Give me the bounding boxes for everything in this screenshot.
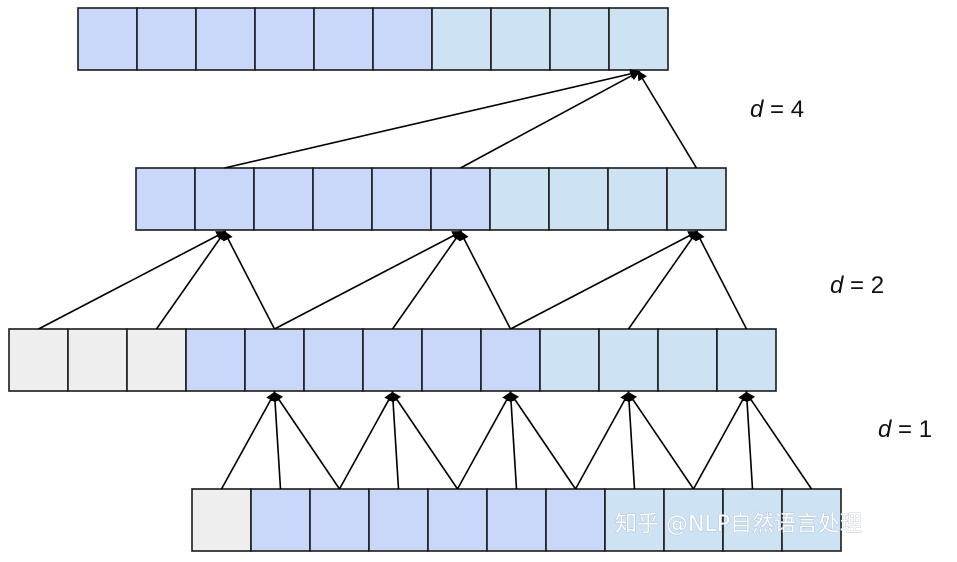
arrow-d1-12-2 [745,391,813,490]
hidden-2-cell-8 [607,167,668,231]
hidden-1-cell-11 [657,328,718,392]
output-cell-5 [372,7,433,71]
arrow-d1-10-2 [627,391,695,490]
output-cell-7 [490,7,551,71]
hidden-2-cell-2 [253,167,314,231]
dilation-value: = 4 [763,96,804,123]
dilation-symbol: d [830,272,844,299]
hidden-2-cell-6 [489,167,550,231]
layer-cells [8,7,842,552]
arrow-d2-5-2 [459,230,512,330]
hidden-1-cell-9 [539,328,600,392]
arrow-d1-4-2 [273,391,341,490]
input-cell-6 [545,488,606,552]
input-cell-8 [663,488,724,552]
input-cell-2 [309,488,370,552]
connection-arrows [38,68,813,490]
output-cell-4 [313,7,374,71]
arrow-d1-10-0 [574,391,630,490]
input-cell-0 [191,488,252,552]
arrow-d2-1-2 [223,230,276,330]
arrow-d1-8-2 [509,391,577,490]
dilation-symbol: d [750,96,764,123]
arrow-d1-8-1 [506,391,518,490]
dilation-label-4: d = 4 [750,96,804,123]
input-cell-4 [427,488,488,552]
hidden-2-cell-7 [548,167,609,231]
input-cell-3 [368,488,429,552]
output-cell-1 [136,7,197,71]
arrow-d1-8-0 [456,391,512,490]
arrow-d2-9-2 [695,230,748,330]
hidden-1-cell-3 [185,328,246,392]
arrow-d2-9-0 [510,231,699,330]
input-cell-9 [722,488,783,552]
arrow-d1-4-0 [220,391,276,490]
hidden-1-cell-7 [421,328,482,392]
hidden-1-cell-12 [716,328,777,392]
arrow-d4-1 [460,71,641,169]
output-cell-8 [549,7,610,71]
hidden-2-cell-3 [312,167,373,231]
hidden-1-cell-8 [480,328,541,392]
arrow-d1-4-1 [270,391,282,490]
arrow-d2-1-0 [38,231,227,330]
dilation-label-2: d = 2 [830,272,884,299]
hidden-1-cell-2 [126,328,187,392]
output-cell-6 [431,7,492,71]
input-cell-5 [486,488,547,552]
input-cell-1 [250,488,311,552]
arrow-d1-6-1 [388,391,400,490]
hidden-2-cell-5 [430,167,491,231]
hidden-2-cell-4 [371,167,432,231]
hidden-1-cell-0 [8,328,69,392]
output-cell-9 [608,7,669,71]
arrow-d2-5-1 [391,230,462,330]
output-cell-3 [254,7,315,71]
hidden-2-cell-9 [666,167,727,231]
dilation-label-1: d = 1 [878,416,932,443]
arrow-d1-10-1 [624,391,636,490]
arrow-d1-12-1 [742,391,754,490]
hidden-2-cell-0 [135,167,196,231]
hidden-2-cell-1 [194,167,255,231]
hidden-1-cell-10 [598,328,659,392]
hidden-1-cell-6 [362,328,423,392]
hidden-1-cell-5 [303,328,364,392]
arrow-d1-6-2 [391,391,459,490]
output-cell-0 [77,7,138,71]
arrow-d4-0 [224,68,641,169]
arrow-d2-5-0 [274,231,463,330]
watermark: 知乎 @NLP自然语言处理 [615,512,862,537]
hidden-1-cell-1 [67,328,128,392]
arrow-d2-1-1 [155,230,226,330]
arrow-d2-9-1 [627,230,698,330]
dilation-symbol: d [878,416,892,443]
input-cell-7 [604,488,665,552]
input-cell-10 [781,488,842,552]
dilation-value: = 1 [891,416,932,443]
output-cell-2 [195,7,256,71]
dilation-value: = 2 [843,272,884,299]
arrow-d1-6-0 [338,391,394,490]
arrow-d4-2 [637,70,698,169]
arrow-d1-12-0 [692,391,748,490]
hidden-1-cell-4 [244,328,305,392]
